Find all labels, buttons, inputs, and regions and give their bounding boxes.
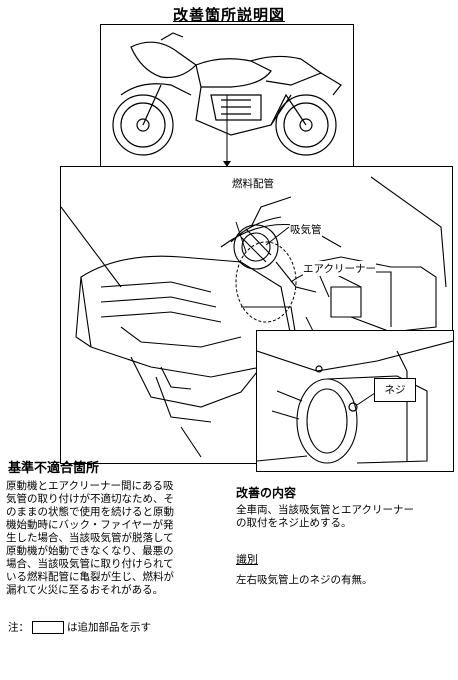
improvement-line: の取付をネジ止めする。: [236, 517, 352, 529]
defect-line: のままの状態で使用を続けると原動: [6, 506, 174, 518]
label-fuel-pipe: 燃料配管: [232, 176, 274, 191]
motorcycle-drawing: [112, 32, 342, 167]
defect-line: 漏れて火災に至るおそれがある。: [6, 584, 164, 596]
defect-line: 原動機が始動できなくなり、最悪の: [6, 545, 174, 557]
note: 注： は追加部品を示す: [8, 621, 151, 635]
label-intake-pipe: 吸気管: [290, 222, 322, 237]
defect-line: 機始動時にバック・ファイヤーが発: [6, 519, 174, 531]
improvement-heading: 改善の内容: [236, 486, 297, 500]
defect-description: 原動機とエアクリーナー間にある吸 気管の取り付けが不適切なため、そ のままの状態…: [6, 480, 228, 597]
inset-drawing: [256, 340, 454, 464]
engine-drawing: [60, 176, 447, 458]
defect-line: 気管の取り付けが不適切なため、そ: [6, 493, 174, 505]
defect-line: いる燃料配管に亀裂が生じ、燃料が: [6, 571, 174, 583]
identification-text: 左右吸気管上のネジの有無。: [236, 574, 373, 586]
improvement-line: 全車両、当該吸気管とエアクリーナー: [236, 504, 414, 516]
defect-line: 場合、当該吸気管に取り付けられて: [6, 558, 174, 570]
motorcycle-overview-figure: [100, 24, 354, 168]
label-air-cleaner: エアクリーナー: [303, 261, 376, 276]
defect-line: 生した場合、当該吸気管が脱落して: [6, 532, 174, 544]
page-title: 改善箇所説明図: [172, 6, 285, 24]
identification-heading: 識別: [236, 553, 258, 566]
label-screw: ネジ: [374, 378, 416, 402]
note-prefix: 注：: [8, 621, 29, 634]
note-suffix: は追加部品を示す: [67, 621, 151, 634]
improvement-description: 全車両、当該吸気管とエアクリーナー の取付をネジ止めする。: [236, 504, 451, 530]
added-part-legend-box: [32, 621, 64, 634]
defect-heading: 基準不適合箇所: [8, 461, 100, 476]
defect-line: 原動機とエアクリーナー間にある吸: [6, 480, 174, 492]
inset-detail-figure: [256, 330, 454, 472]
